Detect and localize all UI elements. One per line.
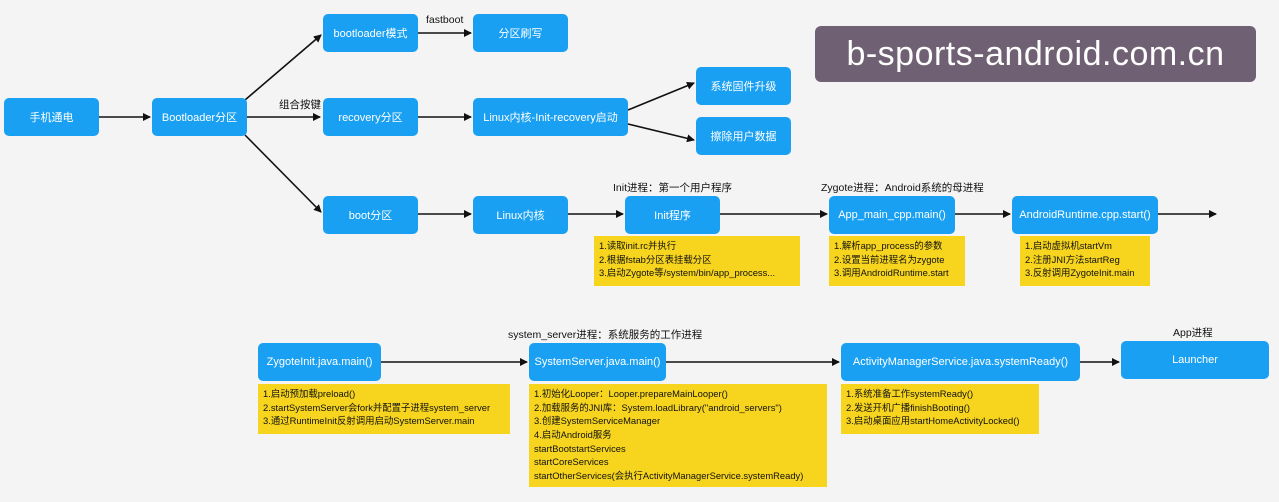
node-power-on: 手机通电 xyxy=(4,98,99,136)
node-boot-partition: boot分区 xyxy=(323,196,418,234)
node-system-server: SystemServer.java.main() xyxy=(529,343,666,381)
node-bootloader-mode: bootloader模式 xyxy=(323,14,418,52)
node-partition-flash: 分区刷写 xyxy=(473,14,568,52)
note-zygote-init: 1.启动预加载preload() 2.startSystemServer会for… xyxy=(258,384,510,434)
note-line: 1.解析app_process的参数 xyxy=(834,240,943,251)
note-line: 3.启动Zygote等/system/bin/app_process... xyxy=(599,267,776,279)
note-system-server: 1.初始化Looper：Looper.prepareMainLooper() 2… xyxy=(529,384,827,487)
note-line: 3.通过RuntimeInit反射调用启动SystemServer.main xyxy=(263,415,475,427)
note-ams: 1.系统准备工作systemReady() 2.发送开机广播finishBoot… xyxy=(841,384,1039,434)
note-line: 1.启动预加载preload() xyxy=(263,388,356,399)
node-init-program: Init程序 xyxy=(625,196,720,234)
label-key-combo: 组合按键 xyxy=(279,99,321,111)
note-line: 1.系统准备工作systemReady() xyxy=(846,388,974,399)
note-line: 1.启动虚拟机startVm xyxy=(1025,240,1112,251)
node-app-main: App_main_cpp.main() xyxy=(829,196,955,234)
note-line: 2.发送开机广播finishBooting() xyxy=(846,401,970,413)
note-line: 3.调用AndroidRuntime.start xyxy=(834,267,949,279)
node-system-firmware-upgrade: 系统固件升级 xyxy=(696,67,791,105)
node-zygote-init: ZygoteInit.java.main() xyxy=(258,343,381,381)
note-line: 2.注册JNI方法startReg xyxy=(1025,253,1120,265)
node-wipe-user-data: 擦除用户数据 xyxy=(696,117,791,155)
node-ams-system-ready: ActivityManagerService.java.systemReady(… xyxy=(841,343,1080,381)
note-line: 3.反射调用ZygoteInit.main xyxy=(1025,267,1135,279)
note-line: 4.启动Android服务 xyxy=(534,428,612,440)
node-bootloader-partition: Bootloader分区 xyxy=(152,98,247,136)
label-fastboot: fastboot xyxy=(426,14,464,26)
note-line: startOtherServices(会执行ActivityManagerSer… xyxy=(534,469,804,481)
label-init-process: Init进程：第一个用户程序 xyxy=(613,182,733,194)
arrow-linuxrec-to-wipe xyxy=(627,123,695,143)
note-init: 1.读取init.rc并执行 2.根据fstab分区表挂载分区 3.启动Zygo… xyxy=(594,236,800,286)
note-line: 2.startSystemServer会fork并配置子进程system_ser… xyxy=(263,401,491,413)
note-line: 2.加载服务的JNI库：System.loadLibrary("android_… xyxy=(534,401,782,413)
arrow-bootloader-to-blmode xyxy=(244,34,322,101)
note-line: startBootstartServices xyxy=(534,442,626,454)
arrow-bootloader-to-boot xyxy=(244,134,322,213)
note-line: 1.读取init.rc并执行 xyxy=(599,240,677,251)
label-system-server-process: system_server进程：系统服务的工作进程 xyxy=(508,329,703,341)
node-recovery-partition: recovery分区 xyxy=(323,98,418,136)
watermark-banner: b-sports-android.com.cn xyxy=(815,26,1256,82)
note-line: 1.初始化Looper：Looper.prepareMainLooper() xyxy=(534,388,728,399)
note-line: 3.启动桌面应用startHomeActivityLocked() xyxy=(846,415,1020,427)
node-launcher: Launcher xyxy=(1121,341,1269,379)
node-linux-kernel: Linux内核 xyxy=(473,196,568,234)
note-line: startCoreServices xyxy=(534,456,609,468)
label-zygote-process: Zygote进程：Android系统的母进程 xyxy=(821,182,984,194)
node-android-runtime: AndroidRuntime.cpp.start() xyxy=(1012,196,1158,234)
note-line: 2.设置当前进程名为zygote xyxy=(834,253,945,265)
note-app-main: 1.解析app_process的参数 2.设置当前进程名为zygote 3.调用… xyxy=(829,236,965,286)
note-android-runtime: 1.启动虚拟机startVm 2.注册JNI方法startReg 3.反射调用Z… xyxy=(1020,236,1150,286)
label-app-process: App进程 xyxy=(1173,327,1213,339)
arrow-linuxrec-to-upgrade xyxy=(627,81,695,111)
node-linux-init-recovery: Linux内核-Init-recovery启动 xyxy=(473,98,628,136)
note-line: 2.根据fstab分区表挂载分区 xyxy=(599,253,712,265)
note-line: 3.创建SystemServiceManager xyxy=(534,415,661,427)
